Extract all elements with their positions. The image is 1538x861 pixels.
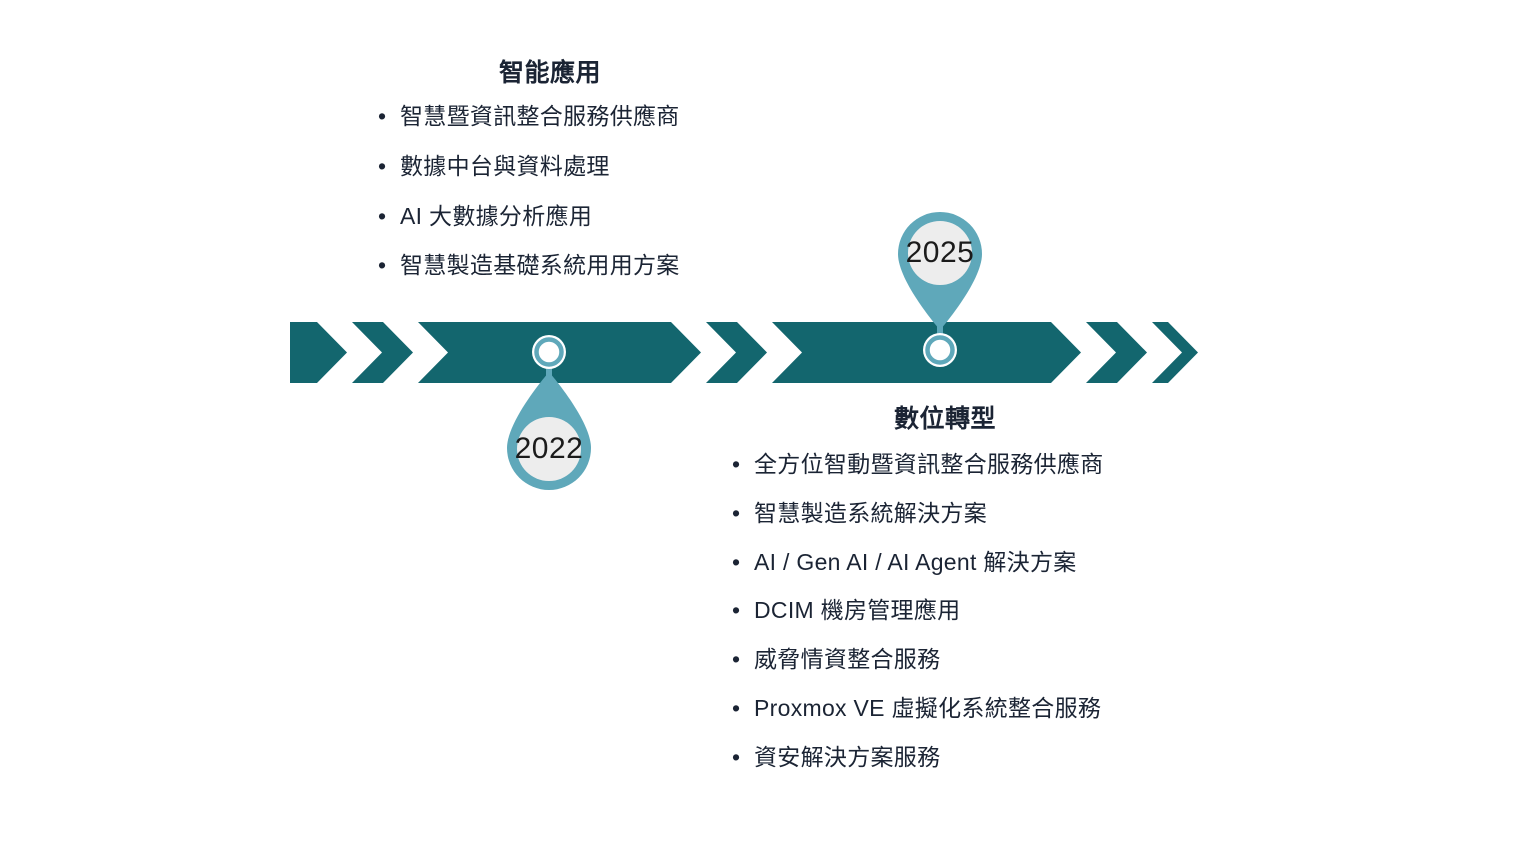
milestone-pin-2022[interactable]: 2022 <box>489 332 609 522</box>
timeline-arrow-bar <box>290 322 1200 383</box>
milestone-bullet-list-2022: • 智慧暨資訊整合服務供應商 • 數據中台與資料處理 • AI 大數據分析應用 … <box>330 102 770 280</box>
list-item-label: 威脅情資整合服務 <box>754 646 941 672</box>
list-item: • AI / Gen AI / AI Agent 解決方案 <box>732 548 1190 577</box>
milestone-content-2025: 數位轉型 • 全方位智動暨資訊整合服務供應商 • 智慧製造系統解決方案 • AI… <box>700 404 1190 791</box>
list-item-label: AI 大數據分析應用 <box>400 202 593 229</box>
list-item-label: 數據中台與資料處理 <box>400 152 610 179</box>
list-item-label: 智慧暨資訊整合服務供應商 <box>400 103 680 129</box>
bullet-icon: • <box>732 597 741 624</box>
list-item-label: DCIM 機房管理應用 <box>754 597 961 624</box>
list-item: • AI 大數據分析應用 <box>378 202 770 231</box>
bullet-icon: • <box>732 743 741 770</box>
bullet-icon: • <box>732 694 741 721</box>
list-item-label: 資安解決方案服務 <box>754 743 941 770</box>
list-item-label: AI / Gen AI / AI Agent 解決方案 <box>754 548 1077 575</box>
milestone-content-2022: 智能應用 • 智慧暨資訊整合服務供應商 • 數據中台與資料處理 • AI 大數據… <box>330 58 770 280</box>
list-item: • 全方位智動暨資訊整合服務供應商 <box>732 450 1190 479</box>
bullet-icon: • <box>732 451 741 477</box>
bullet-icon: • <box>378 202 387 229</box>
bullet-icon: • <box>378 252 387 279</box>
milestone-pin-2025[interactable]: 2025 <box>880 175 1000 370</box>
bullet-icon: • <box>732 499 741 526</box>
list-item: • 智慧製造系統解決方案 <box>732 499 1190 528</box>
list-item-label: 智慧製造系統解決方案 <box>754 499 987 526</box>
bullet-icon: • <box>378 103 387 129</box>
milestone-heading-2025: 數位轉型 <box>893 405 996 433</box>
list-item: • 威脅情資整合服務 <box>732 645 1190 674</box>
list-item-label: Proxmox VE 虛擬化系統整合服務 <box>754 694 1102 721</box>
bullet-icon: • <box>378 152 387 179</box>
list-item-label: 智慧製造基礎系統用用方案 <box>400 252 680 279</box>
milestone-bullet-list-2025: • 全方位智動暨資訊整合服務供應商 • 智慧製造系統解決方案 • AI / Ge… <box>700 450 1190 771</box>
list-item: • Proxmox VE 虛擬化系統整合服務 <box>732 694 1190 723</box>
list-item-label: 全方位智動暨資訊整合服務供應商 <box>754 451 1104 477</box>
list-item: • 數據中台與資料處理 <box>378 152 770 181</box>
list-item: • DCIM 機房管理應用 <box>732 596 1190 625</box>
list-item: • 資安解決方案服務 <box>732 743 1190 772</box>
list-item: • 智慧暨資訊整合服務供應商 <box>378 102 770 131</box>
milestone-heading-2022: 智能應用 <box>498 59 601 87</box>
list-item: • 智慧製造基礎系統用用方案 <box>378 251 770 280</box>
bullet-icon: • <box>732 548 741 575</box>
bullet-icon: • <box>732 646 741 672</box>
